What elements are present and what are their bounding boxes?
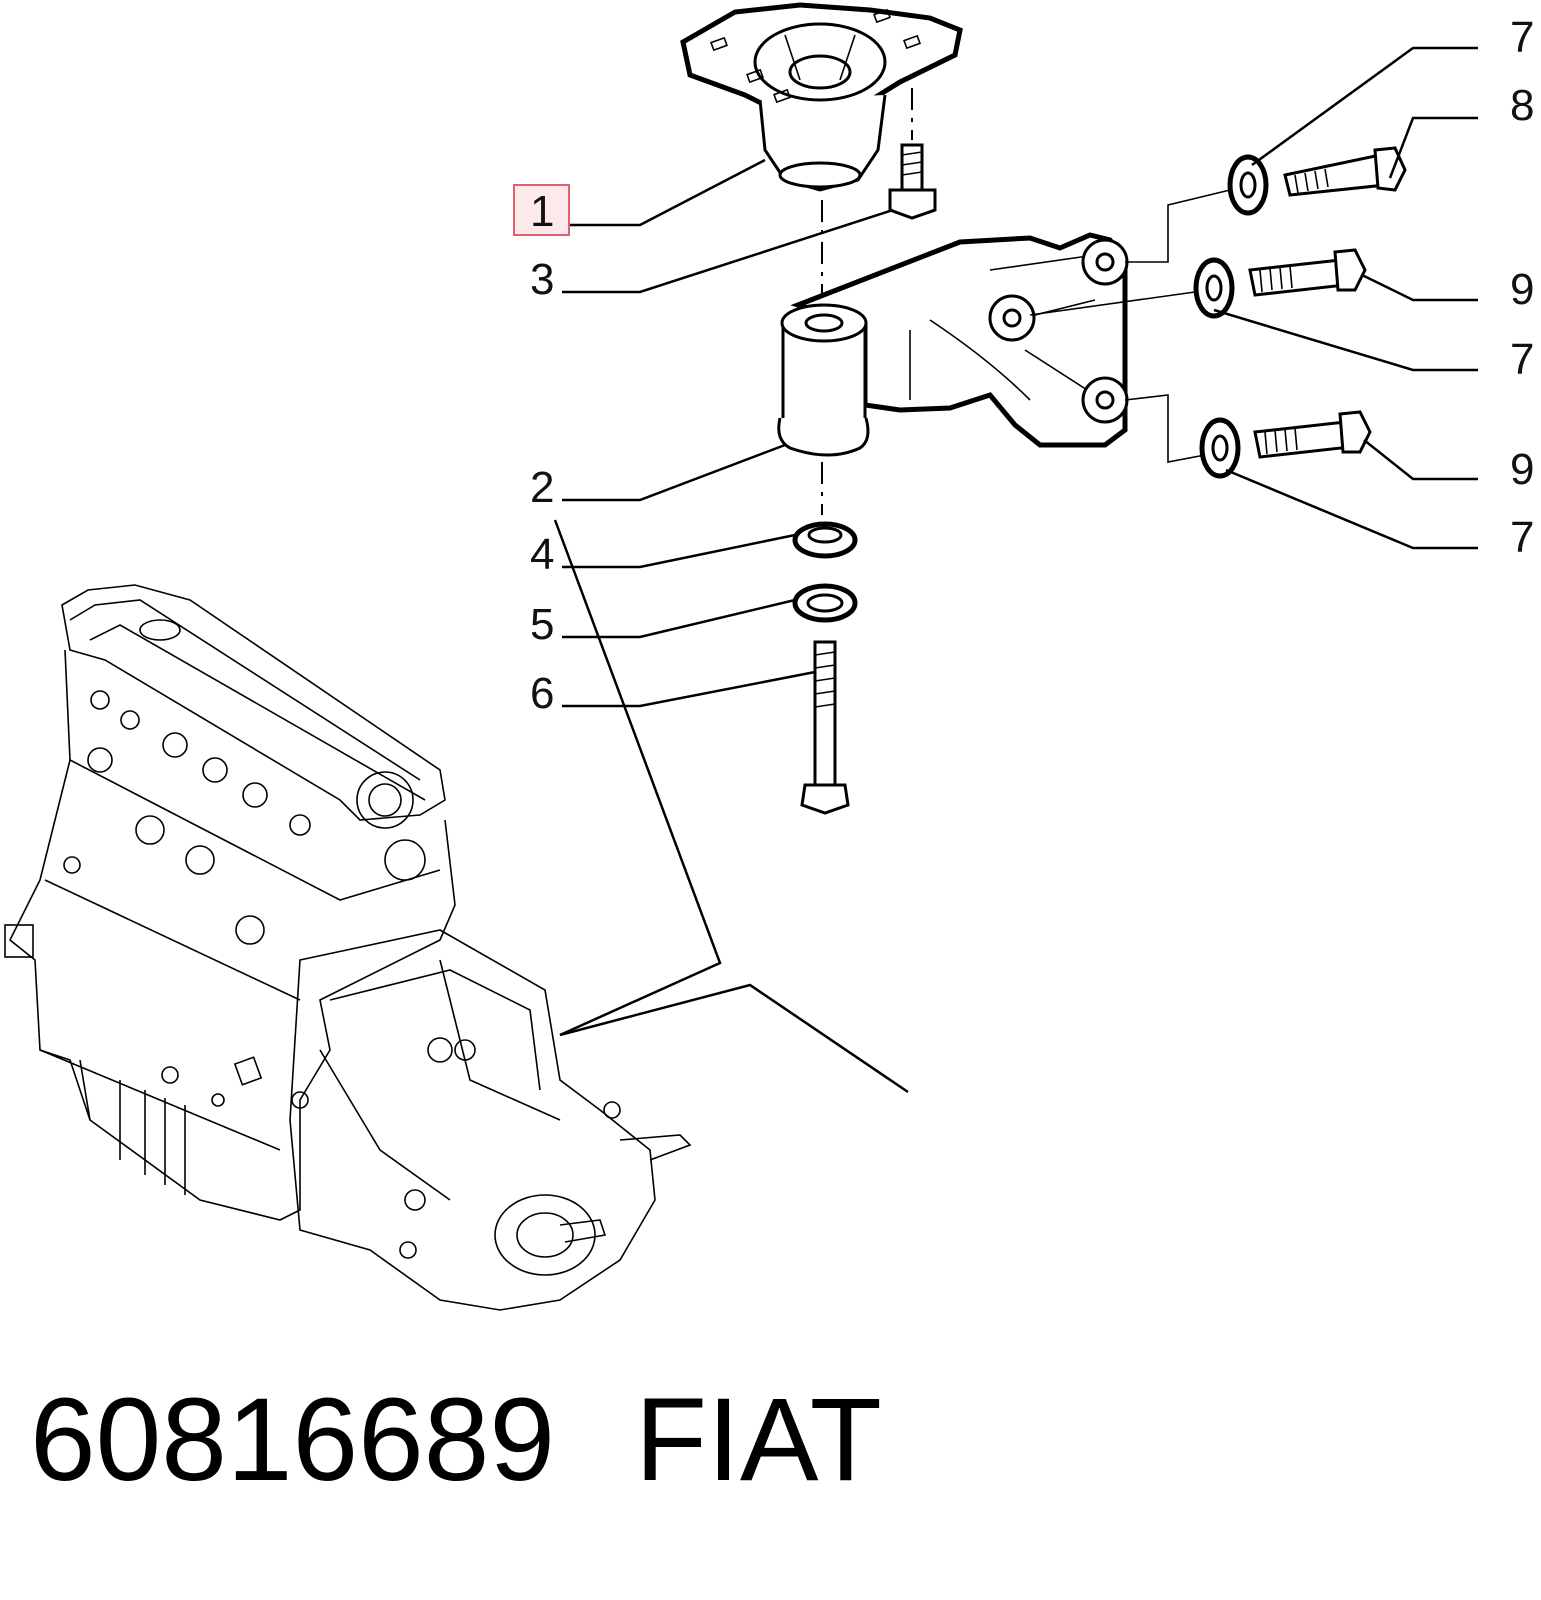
callout-7-middle: 7 <box>1510 335 1534 384</box>
callout-6: 6 <box>530 669 554 718</box>
location-pointer-lines <box>553 519 909 1094</box>
callout-7-bottom: 7 <box>1510 513 1534 562</box>
part-9-bolt-lower <box>1253 410 1372 459</box>
callout-2: 2 <box>530 463 554 512</box>
connector-lines <box>1029 189 1231 463</box>
part-4-washer <box>792 521 858 559</box>
brand-name: FIAT <box>635 1374 882 1506</box>
part-2-mounting-bracket <box>777 232 1129 457</box>
part-6-long-bolt <box>800 640 850 815</box>
part-9-bolt-upper <box>1248 248 1367 297</box>
part-5-spring-washer <box>792 583 858 623</box>
callout-1-highlight <box>513 184 570 236</box>
callout-7-top: 7 <box>1510 13 1534 62</box>
part-8-bolt <box>1283 146 1407 197</box>
callout-9-upper: 9 <box>1510 265 1534 314</box>
part-7-washer-top <box>1227 154 1269 216</box>
callout-3: 3 <box>530 255 554 304</box>
part-7-washer-middle <box>1193 257 1235 319</box>
callout-8: 8 <box>1510 81 1534 130</box>
callout-9-lower: 9 <box>1510 445 1534 494</box>
part-1-rubber-mount-cup <box>680 2 963 192</box>
part-3-small-bolt <box>888 88 937 220</box>
part-7-washer-bottom <box>1199 417 1241 479</box>
callout-1: 1 <box>530 187 554 236</box>
callout-4: 4 <box>530 530 554 579</box>
callout-labels: 1 3 2 4 5 6 7 8 9 7 9 7 <box>530 13 1534 718</box>
leader-lines <box>562 46 1478 708</box>
part-number: 60816689 <box>30 1374 555 1506</box>
callout-5: 5 <box>530 600 554 649</box>
engine-gearbox-illustration <box>4 584 692 1311</box>
